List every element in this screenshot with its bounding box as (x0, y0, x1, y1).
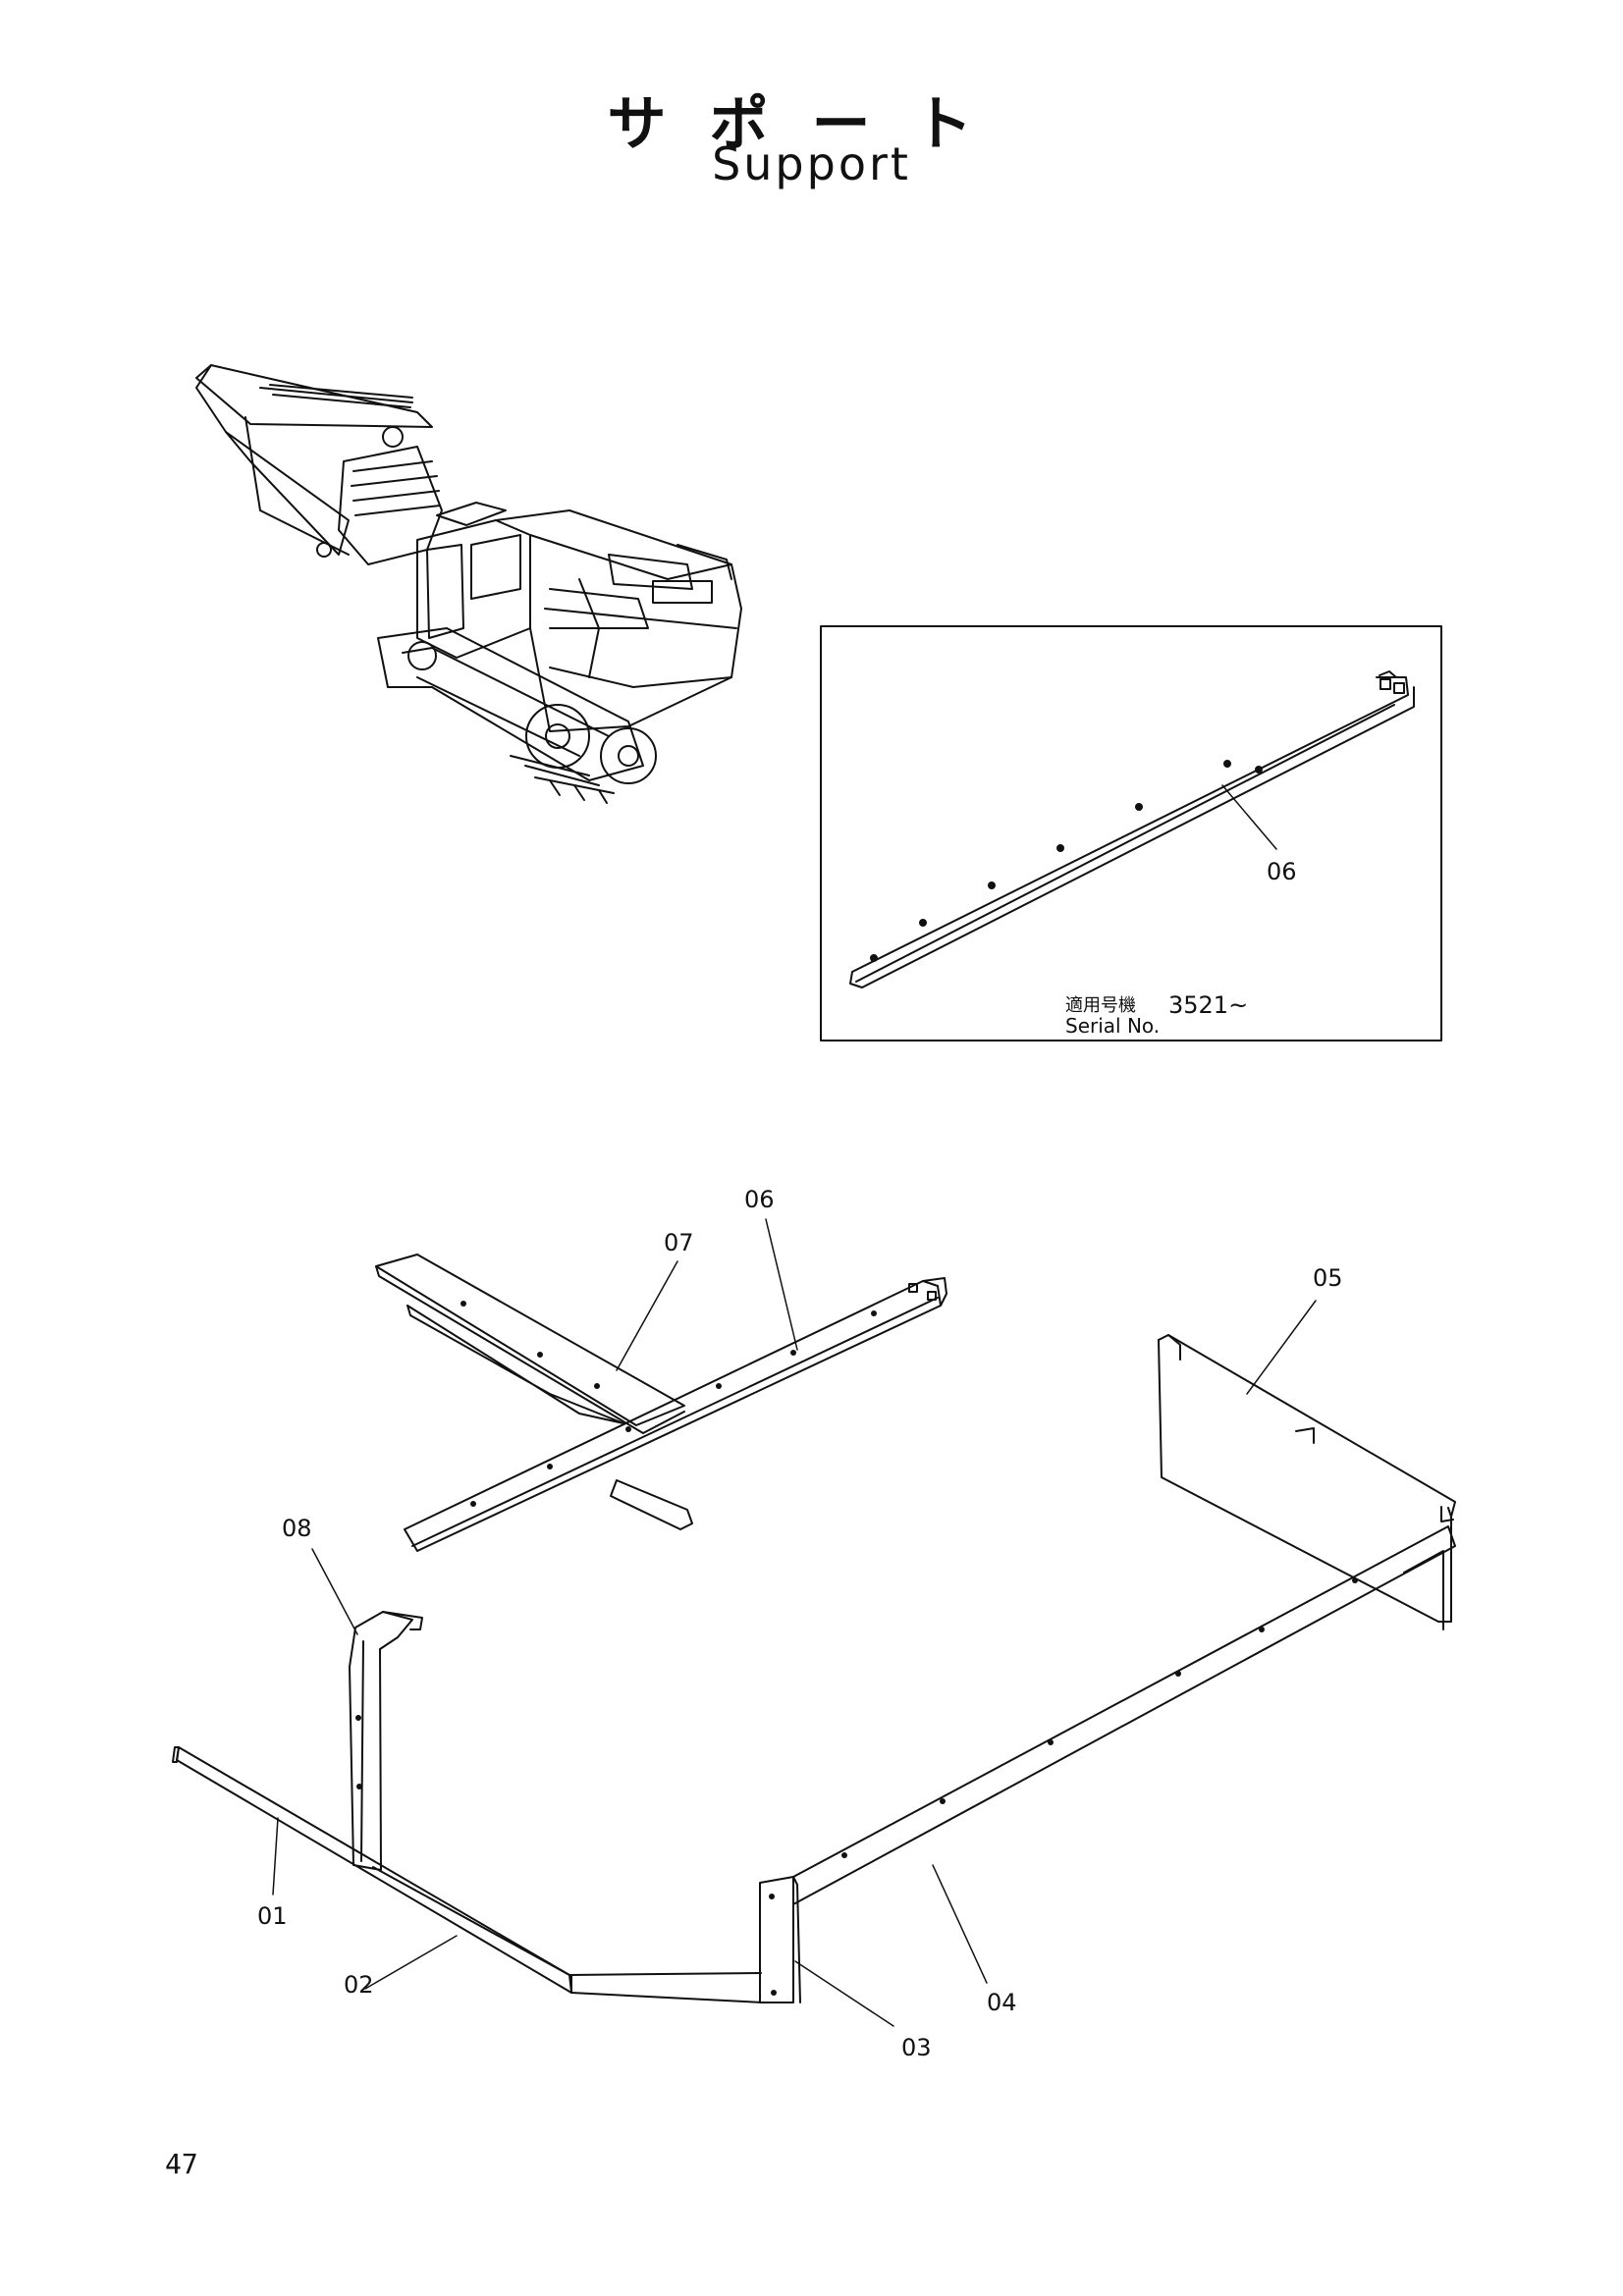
callout-01: 01 (257, 1902, 288, 1930)
leader-05 (1246, 1300, 1317, 1395)
callout-leaders (272, 1218, 1317, 2027)
leader-03 (794, 1960, 894, 2027)
leader-07 (616, 1260, 678, 1371)
inset-support-bar (849, 670, 1415, 988)
page-number: 47 (165, 2148, 198, 2180)
callout-05: 05 (1313, 1264, 1343, 1292)
assembly-rivets (355, 1301, 1358, 1996)
serial-value: 3521~ (1168, 991, 1248, 1019)
callout-08: 08 (282, 1515, 312, 1542)
page-title-english: Support (712, 137, 911, 190)
callout-07: 07 (664, 1229, 694, 1256)
leader-08 (311, 1548, 358, 1635)
inset-callout-06: 06 (1267, 858, 1297, 885)
support-assembly (172, 1254, 1456, 2003)
excavator-illustration (195, 364, 742, 804)
page-title-japanese: サポート (607, 90, 1016, 159)
leader-04 (932, 1864, 988, 1984)
serial-label-english: Serial No. (1065, 1014, 1160, 1038)
serial-label-japanese: 適用号機 (1065, 995, 1136, 1016)
leader-06 (765, 1218, 798, 1351)
inset-leader-06 (1221, 784, 1277, 850)
callout-02: 02 (344, 1971, 374, 1999)
callout-04: 04 (987, 1989, 1017, 2016)
callout-06: 06 (744, 1186, 775, 1213)
callout-03: 03 (901, 2034, 932, 2061)
leader-02 (364, 1935, 458, 1990)
inset-frame (820, 625, 1442, 1041)
leader-01 (272, 1817, 279, 1896)
